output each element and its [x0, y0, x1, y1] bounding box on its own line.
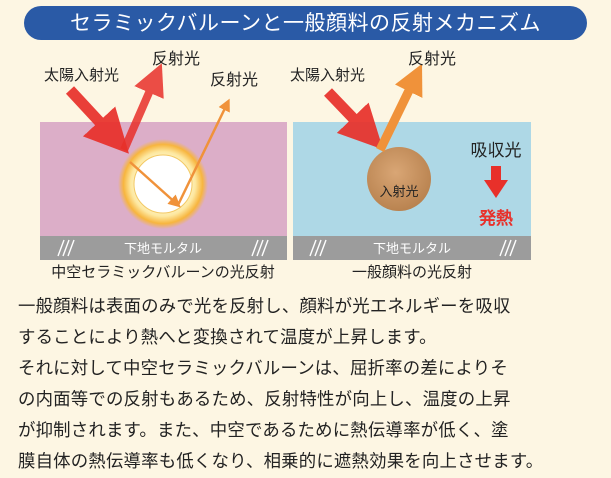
body-line: が抑制されます。また、中空であるために熱伝導率が低く、塗	[18, 421, 509, 441]
left-incident-label: 太陽入射光	[44, 66, 119, 84]
right-base-layer	[293, 236, 531, 260]
body-line: 一般顔料は表面のみで光を反射し、顔料が光エネルギーを吸収	[18, 297, 511, 317]
pigment-particle	[367, 147, 431, 211]
right-incident-ray	[324, 88, 384, 150]
particle-label: 入射光	[379, 184, 418, 200]
left-caption: 中空セラミックバルーンの光反射	[51, 263, 275, 281]
right-incident-label: 太陽入射光	[290, 66, 365, 84]
reflection-diagram: 下地モルタル 太陽入射光 反射光 反射光 中空セラミックバルーンの光反射 下地モ…	[40, 49, 531, 281]
body-line: 膜自体の熱伝導率も低くなり、相乗的に遮熱効果を向上させます。	[18, 452, 544, 472]
body-line: の内面等での反射もあるため、反射特性が向上し、温度の上昇	[18, 390, 511, 410]
left-panel: 下地モルタル 太陽入射光 反射光 反射光 中空セラミックバルーンの光反射	[40, 49, 287, 281]
right-reflect-label: 反射光	[408, 49, 456, 68]
absorbed-light-label: 吸収光	[471, 141, 522, 161]
body-line: することにより熱へと変換されて温度が上昇します。	[18, 328, 437, 348]
left-base-layer	[40, 236, 287, 260]
left-inner-ray	[129, 161, 181, 208]
left-base-label: 下地モルタル	[124, 242, 202, 257]
right-hatch-marks	[309, 239, 517, 257]
heat-label: 発熱	[478, 208, 513, 229]
right-base-label: 下地モルタル	[373, 242, 451, 257]
balloon-hollow-core	[133, 154, 193, 214]
right-caption: 一般顔料の光反射	[352, 263, 472, 281]
left-reflect-ray-2	[176, 98, 230, 206]
left-incident-ray	[65, 86, 129, 154]
title-banner: セラミックバルーンと一般顔料の反射メカニズム	[24, 6, 587, 40]
left-reflect-label-1: 反射光	[152, 49, 200, 68]
heat-arrow-shaft	[491, 166, 501, 180]
heat-arrow-head	[484, 180, 508, 198]
left-reflect-ray-1	[120, 63, 164, 152]
left-reflect-label-2: 反射光	[210, 70, 258, 89]
explanation-text: 一般顔料は表面のみで光を反射し、顔料が光エネルギーを吸収 することにより熱へと変…	[18, 292, 598, 478]
right-reflect-ray	[375, 63, 423, 152]
left-hatch-marks	[57, 239, 269, 257]
right-panel: 下地モルタル 入射光 太陽入射光 反射光 吸収光 発熱 一般顔料の光反射	[290, 49, 531, 281]
body-line: それに対して中空セラミックバルーンは、屈折率の差によりそ	[18, 359, 508, 379]
